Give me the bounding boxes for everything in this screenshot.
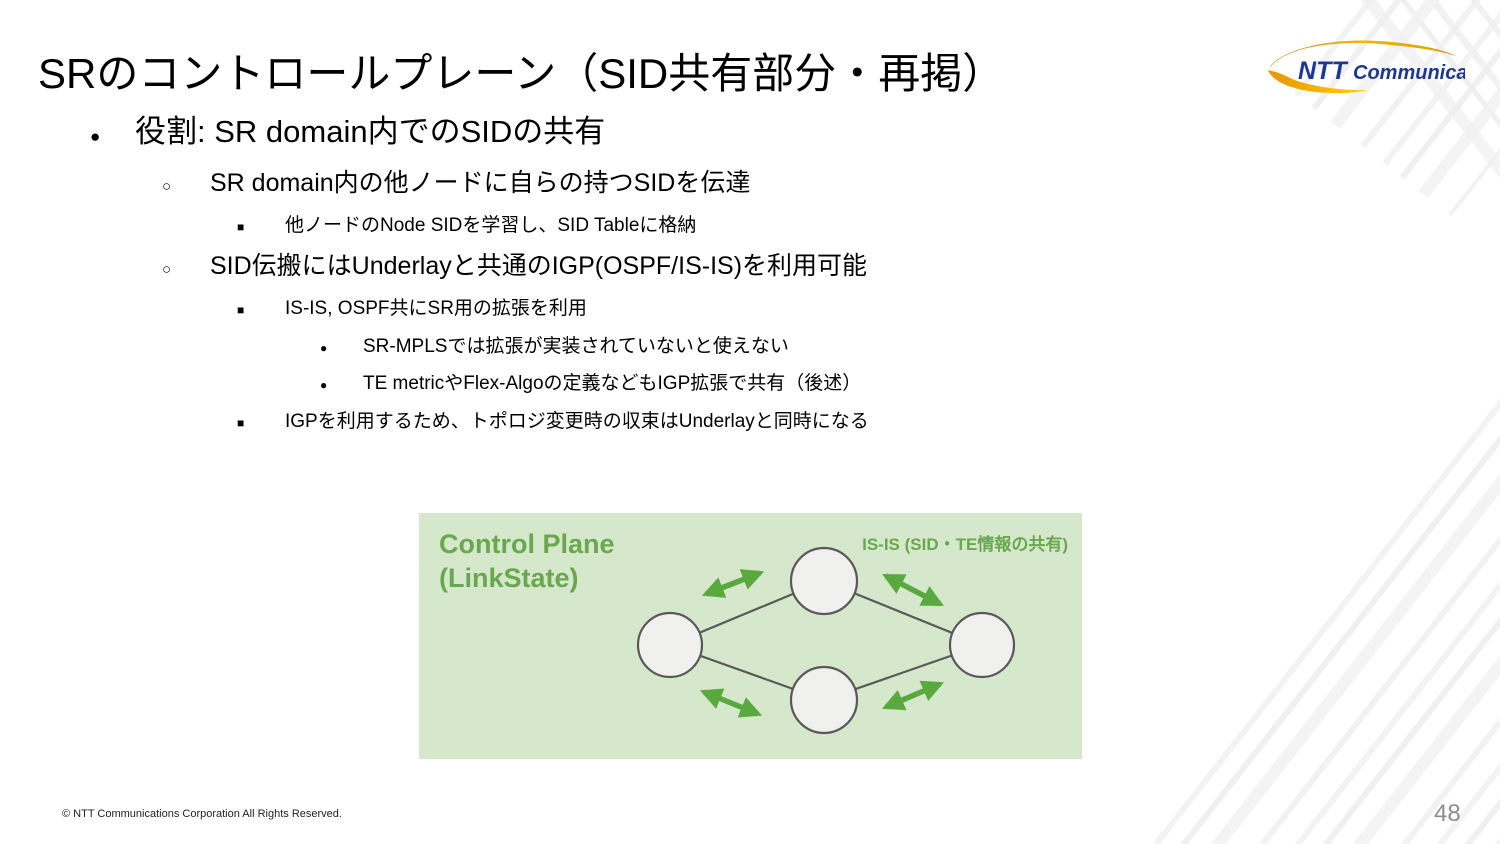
network-node: [948, 611, 1016, 679]
ntt-communications-logo: NTT Communications: [1260, 40, 1500, 99]
bullet-marker: ■: [237, 220, 245, 234]
list-item-text: SR domain内の他ノードに自らの持つSIDを伝達: [210, 169, 751, 197]
list-item-text: 他ノードのNode SIDを学習し、SID Tableに格納: [285, 215, 697, 236]
list-item: ■ IGPを利用するため、トポロジ変更時の収束はUnderlayと同時になる: [0, 403, 1150, 442]
isis-share-label: IS-IS (SID・TE情報の共有): [862, 535, 1068, 554]
diagonal-stripe-band: [1294, 0, 1500, 217]
bullet-marker: ●: [320, 341, 328, 355]
topology-graph: [636, 546, 1016, 735]
network-node: [789, 546, 859, 616]
bullet-marker: ○: [162, 178, 172, 195]
list-item-text: IGPを利用するため、トポロジ変更時の収束はUnderlayと同時になる: [285, 411, 869, 432]
bullet-marker: ■: [237, 416, 245, 430]
list-item-text: TE metricやFlex-Algoの定義などもIGP拡張で共有（後述）: [363, 373, 862, 394]
svg-text:NTT: NTT: [1298, 57, 1349, 85]
diagram-title-line2: (LinkState): [439, 563, 579, 593]
diagram-title: Control Plane (LinkState): [439, 527, 615, 595]
ntt-logo-swoosh-icon: NTT Communications: [1268, 40, 1500, 94]
svg-text:Communications: Communications: [1353, 62, 1465, 84]
list-item-text: SID伝搬にはUnderlayと共通のIGP(OSPF/IS-IS)を利用可能: [210, 252, 868, 280]
page-number: 48: [1434, 800, 1461, 827]
list-item-text: SR-MPLSでは拡張が実装されていないと使えない: [363, 336, 789, 357]
list-item-text: 役割: SR domain内でのSIDの共有: [135, 114, 606, 149]
list-item: ■ IS-IS, OSPF共にSR用の拡張を利用: [0, 290, 1150, 329]
bullet-marker: ●: [90, 127, 101, 146]
control-plane-diagram: Control Plane (LinkState) IS-IS (SID・TE情…: [419, 513, 1082, 759]
list-item: ○ SID伝搬にはUnderlayと共通のIGP(OSPF/IS-IS)を利用可…: [0, 246, 1150, 290]
copyright-notice: © NTT Communications Corporation All Rig…: [62, 808, 342, 820]
bullet-marker: ○: [162, 261, 172, 278]
bullet-list: ● 役割: SR domain内でのSIDの共有 ○ SR domain内の他ノ…: [0, 106, 1150, 442]
diagram-title-line1: Control Plane: [439, 529, 615, 559]
page-title: SRのコントロールプレーン（SID共有部分・再掲）: [38, 50, 1005, 97]
bullet-marker: ●: [320, 378, 328, 392]
list-item-text: IS-IS, OSPF共にSR用の拡張を利用: [285, 298, 587, 319]
network-node: [789, 665, 859, 735]
list-item: ○ SR domain内の他ノードに自らの持つSIDを伝達: [0, 163, 1150, 207]
network-node: [636, 611, 704, 679]
igp-exchange-arrows: [699, 569, 945, 718]
bullet-marker: ■: [237, 303, 245, 317]
list-item: ● TE metricやFlex-Algoの定義などもIGP拡張で共有（後述）: [0, 366, 1150, 403]
list-item: ● 役割: SR domain内でのSIDの共有: [0, 106, 1150, 163]
list-item: ● SR-MPLSでは拡張が実装されていないと使えない: [0, 329, 1150, 366]
list-item: ■ 他ノードのNode SIDを学習し、SID Tableに格納: [0, 207, 1150, 246]
